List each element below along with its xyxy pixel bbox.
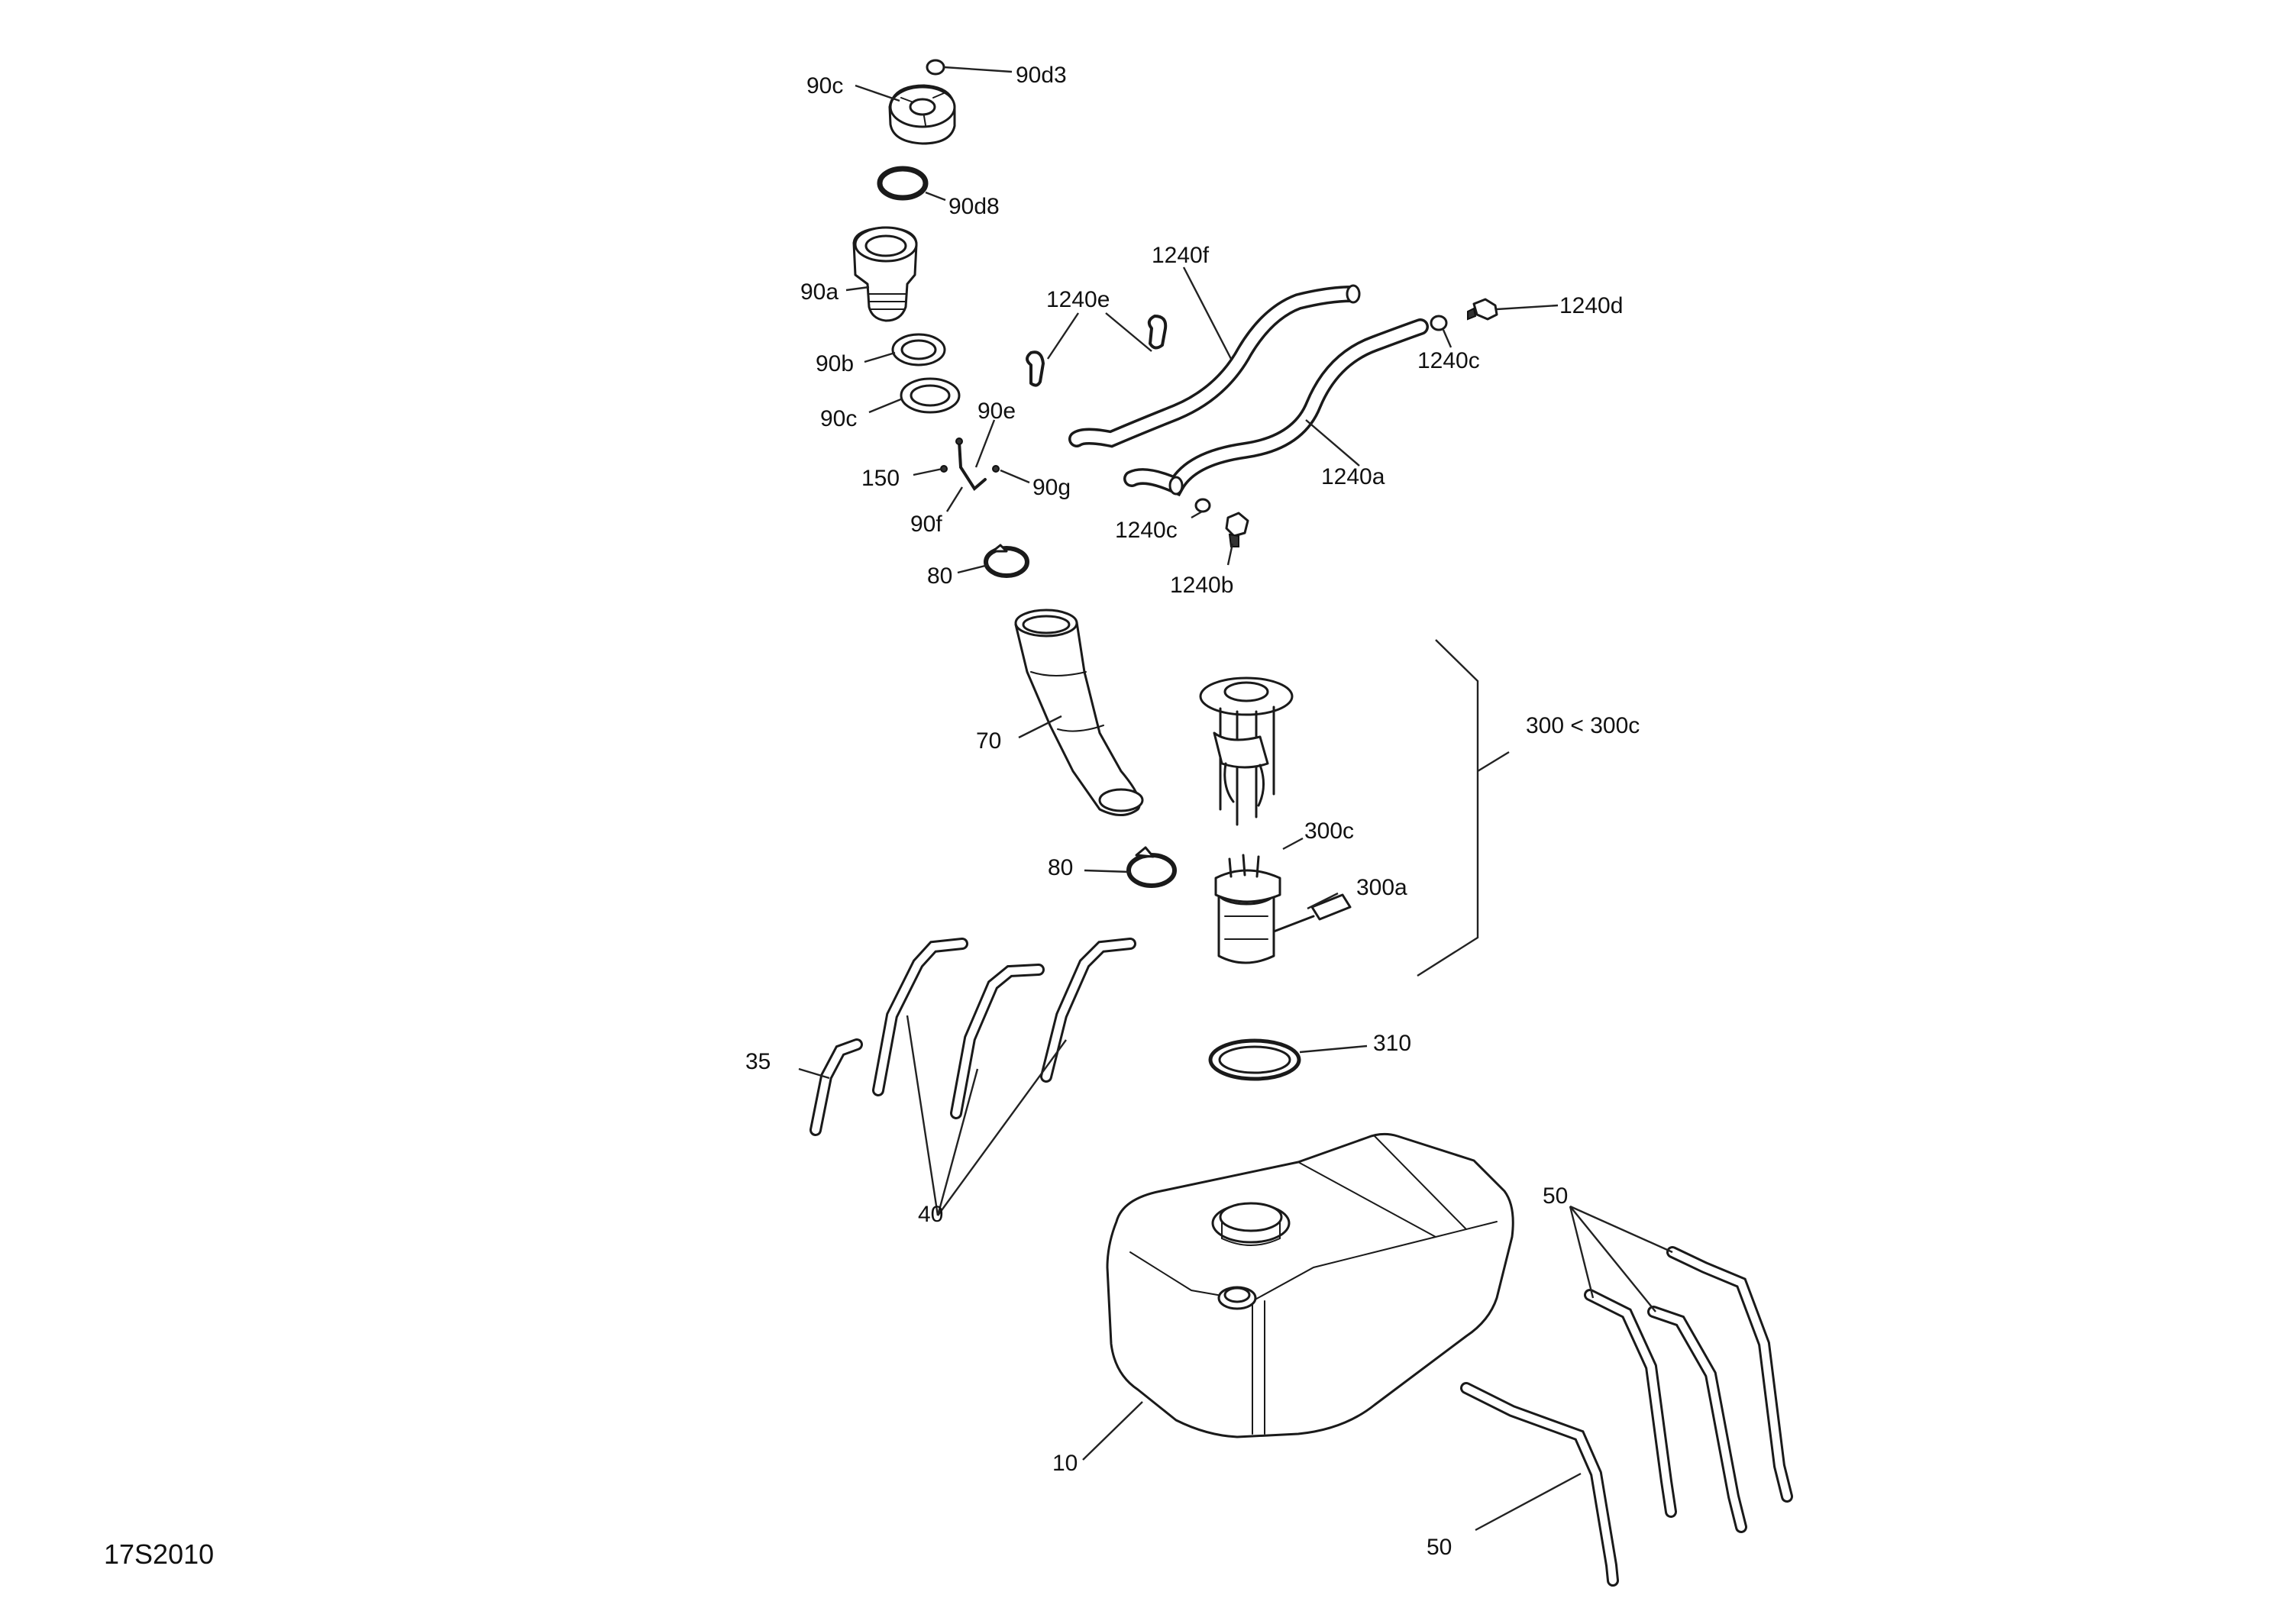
part-1240a-vent-hose <box>1123 318 1429 497</box>
part-90e-ground-wire <box>955 437 987 492</box>
callout-150: 150 <box>861 466 900 491</box>
part-1240e-clamps <box>1026 315 1168 387</box>
part-300a-float-arm <box>1272 893 1352 933</box>
part-300c-pump-body <box>1214 854 1281 964</box>
callout-90f: 90f <box>910 512 942 537</box>
part-35-strap <box>809 1038 863 1136</box>
part-90g-screw <box>992 465 1000 473</box>
callout-35: 35 <box>745 1049 771 1074</box>
callout-90g: 90g <box>1032 475 1071 500</box>
part-90a-filler-neck <box>852 226 918 322</box>
part-50-straps <box>1460 1246 1793 1587</box>
callout-90a: 90a <box>800 279 839 305</box>
callout-80-top: 80 <box>927 563 952 589</box>
part-70-filler-hose <box>1014 609 1144 816</box>
part-90d8-o-ring <box>877 166 929 201</box>
callout-300c: 300c <box>1304 818 1354 844</box>
callout-90c-top: 90c <box>806 73 843 98</box>
callout-1240b: 1240b <box>1170 573 1233 598</box>
part-300-pump-flange <box>1199 676 1294 826</box>
callout-50-bottom: 50 <box>1427 1535 1452 1560</box>
part-90d3 <box>926 59 945 76</box>
part-1240c-fitting-left <box>1194 498 1211 513</box>
callout-1240c-right: 1240c <box>1417 348 1480 373</box>
callout-90b: 90b <box>816 351 854 376</box>
callout-1240e: 1240e <box>1046 287 1110 312</box>
callout-300a: 300a <box>1356 875 1407 900</box>
part-10-fuel-tank <box>1106 1132 1514 1438</box>
part-310-lock-ring <box>1208 1038 1301 1081</box>
part-90c-fuel-cap <box>888 84 956 145</box>
callout-10: 10 <box>1052 1451 1078 1476</box>
callout-300-range: 300 < 300c <box>1526 713 1640 738</box>
callout-90d8: 90d8 <box>948 194 1000 219</box>
callout-50-top: 50 <box>1543 1183 1568 1209</box>
callout-1240c-left: 1240c <box>1115 518 1178 543</box>
callout-90e: 90e <box>977 399 1016 424</box>
part-1240f-vent-hose <box>1068 284 1361 448</box>
part-80-clamp-top <box>984 544 1029 578</box>
callout-90c-mid: 90c <box>820 406 857 431</box>
callout-1240f: 1240f <box>1152 243 1210 268</box>
part-40-straps <box>872 938 1136 1119</box>
callout-1240a: 1240a <box>1321 464 1385 489</box>
part-1240d-valve <box>1467 298 1498 321</box>
part-90b-gasket <box>891 333 946 366</box>
bracket-300 <box>1417 639 1510 977</box>
figure-code: 17S2010 <box>104 1538 214 1570</box>
callout-70: 70 <box>976 728 1001 754</box>
callout-80-bottom: 80 <box>1048 855 1073 880</box>
part-80-clamp-bottom <box>1126 846 1177 888</box>
callout-310: 310 <box>1373 1031 1411 1056</box>
part-1240c-fitting-right <box>1430 315 1448 331</box>
part-90c-ring <box>900 377 961 414</box>
leader-lines <box>798 66 1673 1532</box>
callout-40: 40 <box>918 1202 943 1227</box>
part-1240b-valve <box>1225 512 1249 547</box>
callout-90d3: 90d3 <box>1016 63 1067 88</box>
callout-1240d: 1240d <box>1559 293 1623 318</box>
